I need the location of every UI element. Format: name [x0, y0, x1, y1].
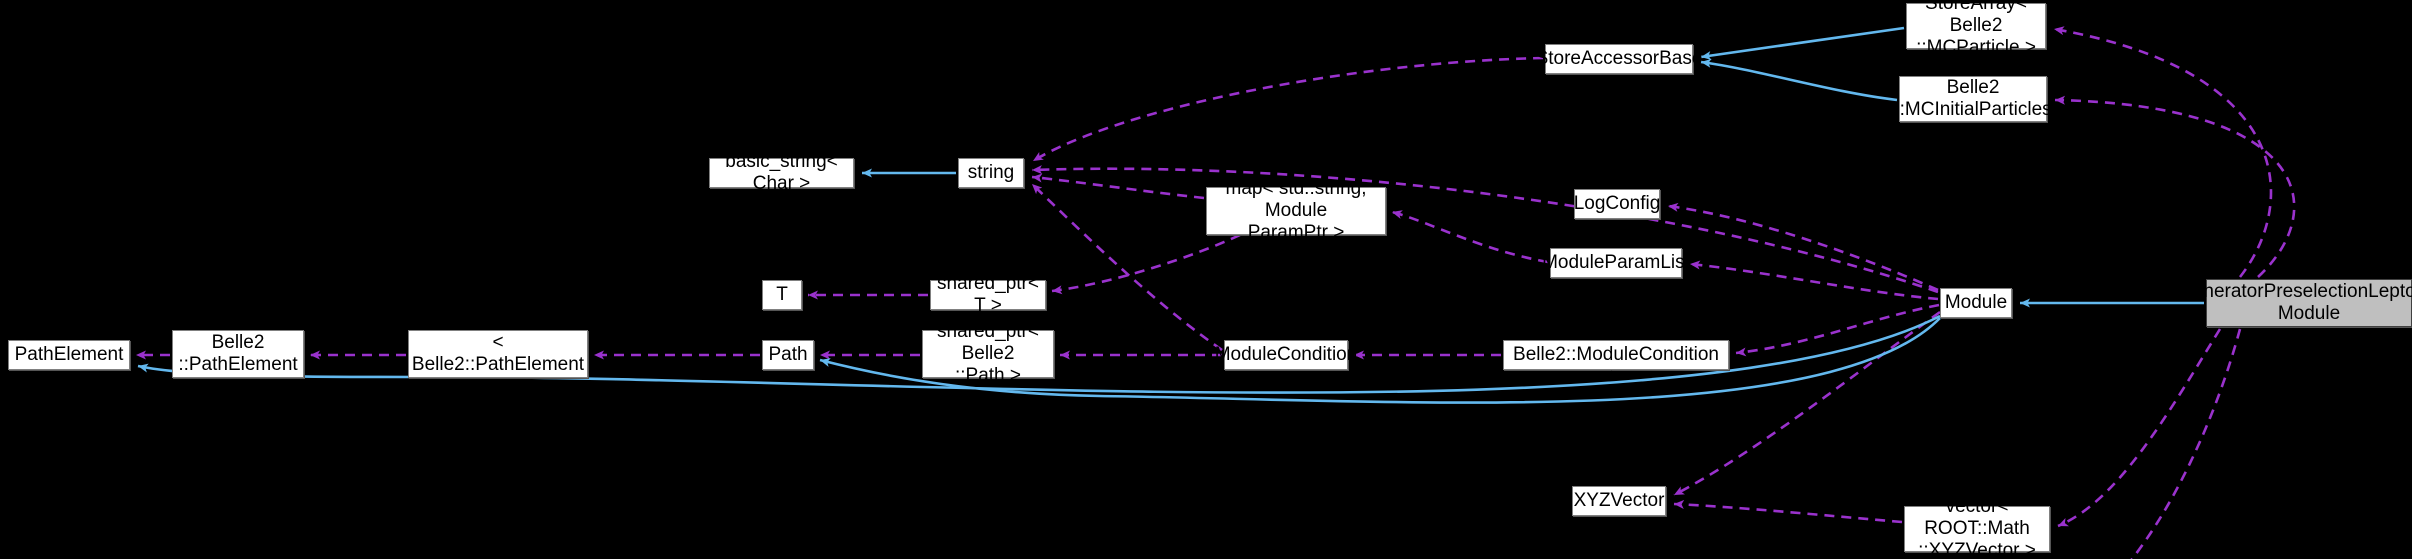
class-node-sp-path[interactable]: shared_ptr< Belle2 ::Path > — [922, 321, 1054, 386]
edge-module-to-moduleparamlist — [1689, 260, 1939, 301]
class-node-storeaccessorbase[interactable]: StoreAccessorBase — [1536, 44, 1702, 74]
edge-storeobjptr-inherits-sab — [1700, 58, 1898, 102]
edge-storeaccessorbase-to-string — [1032, 56, 1544, 163]
class-node-map-string-mpp[interactable]: map< std::string, Module ParamPtr > — [1206, 178, 1386, 243]
class-node-label: vector< ROOT::Math ::XYZVector > — [1918, 496, 2036, 559]
edge-group-usage — [136, 26, 2296, 559]
class-node-label: StoreAccessorBase — [1535, 48, 1703, 70]
class-node-storearray-mcp[interactable]: StoreArray< Belle2 ::MCParticle > — [1906, 0, 2046, 58]
class-node-label: T — [776, 284, 788, 306]
edge-module-to-xyzvector — [1673, 310, 1941, 497]
class-node-storeobjptr-mcip[interactable]: StoreObjPtr< Belle2 ::MCInitialParticles… — [1894, 55, 2051, 142]
class-node-sp-t[interactable]: shared_ptr< T > — [930, 273, 1046, 316]
class-node-list-sp-pathelement[interactable]: list< std::shared_ptr < Belle2::PathElem… — [408, 310, 588, 397]
edge-gpl-to-vecroot — [2057, 328, 2222, 528]
edge-map-to-sp-t — [1051, 233, 1241, 295]
edge-gpl-to-storearray — [2053, 26, 2273, 278]
class-node-sp-pathelement[interactable]: shared_ptr< Belle2 ::PathElement > — [172, 310, 304, 397]
edge-vecroot-to-xyzvector — [1673, 499, 1903, 524]
class-node-label: string — [967, 162, 1015, 184]
class-node-label: shared_ptr< Belle2 ::Path > — [937, 321, 1039, 386]
class-node-label: shared_ptr< T > — [937, 273, 1039, 316]
class-node-label: StoreArray< Belle2 ::MCParticle > — [1916, 0, 2036, 58]
edge-module-to-vecmc — [1735, 303, 1940, 357]
class-node-label: Path — [768, 344, 808, 366]
class-node-label: map< std::string, Module ParamPtr > — [1225, 178, 1367, 243]
edge-module-to-logconfig — [1667, 202, 1939, 292]
edge-map-to-string — [1031, 173, 1205, 200]
class-node-label: Module — [1944, 292, 2008, 314]
edge-modulecondition-to-string — [1031, 183, 1223, 352]
edge-module-to-string — [1031, 165, 1939, 294]
class-node-label: basic_string< Char > — [725, 151, 838, 194]
class-node-label: shared_ptr< Belle2 ::PathElement > — [178, 310, 298, 397]
class-node-modulecondition[interactable]: ModuleCondition — [1215, 340, 1357, 370]
edge-gpl-to-vecdouble — [2130, 328, 2242, 559]
class-node-vec-root-xyzvector[interactable]: vector< ROOT::Math ::XYZVector > — [1904, 496, 2050, 559]
class-node-label: XYZVector — [1573, 490, 1665, 512]
class-node-path[interactable]: Path — [762, 340, 814, 370]
class-node-label: GeneratorPreselectionLeptonic Module — [2178, 281, 2412, 324]
edge-storearray-inherits-sab — [1700, 26, 1905, 61]
class-node-moduleparamlist[interactable]: ModuleParamList — [1542, 248, 1690, 278]
class-node-label: list< std::shared_ptr < Belle2::PathElem… — [411, 310, 585, 397]
class-node-label: StoreObjPtr< Belle2 ::MCInitialParticles… — [1894, 55, 2052, 142]
edge-path-inherits-module — [819, 317, 1941, 404]
class-node-gpl-module[interactable]: GeneratorPreselectionLeptonic Module — [2178, 279, 2412, 327]
class-node-logconfig[interactable]: LogConfig — [1574, 189, 1660, 219]
class-node-label: PathElement — [14, 344, 124, 366]
class-node-label: ModuleCondition — [1214, 344, 1358, 366]
class-node-string[interactable]: string — [958, 158, 1024, 188]
class-node-vec-modulecondition[interactable]: vector< Belle2::ModuleCondition > — [1503, 322, 1729, 387]
class-node-label: vector< Belle2::ModuleCondition > — [1513, 322, 1719, 387]
class-node-xyzvector[interactable]: XYZVector — [1572, 486, 1666, 516]
class-node-pathelement[interactable]: PathElement — [8, 340, 130, 370]
edge-moduleparamlist-to-map — [1391, 210, 1549, 264]
class-node-basic-string[interactable]: basic_string< Char > — [709, 151, 854, 194]
class-node-t[interactable]: T — [762, 280, 802, 310]
class-node-module[interactable]: Module — [1940, 288, 2012, 318]
edge-gpl-to-storeobjptr — [2054, 95, 2296, 278]
class-node-label: ModuleParamList — [1542, 252, 1690, 274]
class-node-label: LogConfig — [1573, 193, 1661, 215]
